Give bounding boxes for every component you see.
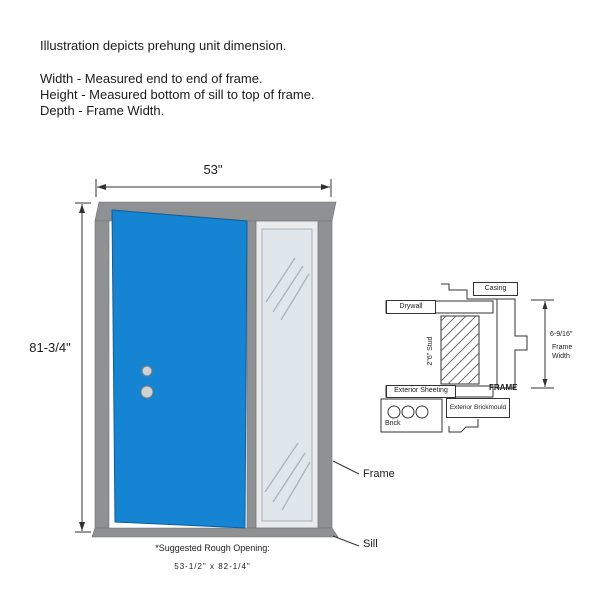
rough-opening-value: 53-1/2" x 82-1/4": [174, 562, 251, 571]
illustration-note: Illustration depicts prehung unit dimens…: [40, 38, 287, 53]
frame-width-caption: Frame Width: [552, 344, 573, 361]
sidelite-glass: [261, 228, 313, 522]
brick-section: [380, 398, 443, 433]
height-dimension-label: 81-3/4": [29, 340, 71, 355]
door-panel: [111, 209, 248, 529]
frame-left-jamb: [94, 220, 110, 529]
leader-lines: [332, 460, 360, 547]
brickmould-profile: [448, 419, 479, 433]
glass-reflection-lines: [264, 257, 311, 511]
door-panel-group: [111, 209, 248, 529]
sill-callout-label: Sill: [363, 538, 378, 550]
width-dimension-label: 53": [203, 162, 223, 177]
exterior-brickmould-label: Exterior Brickmould: [446, 398, 510, 418]
frame-leader-line: [332, 460, 360, 475]
frame-sill: [91, 527, 339, 538]
casing-label: Casing: [473, 282, 518, 296]
brick-hole: [401, 405, 415, 419]
door-knob: [140, 385, 154, 399]
width-dimension-line: [95, 179, 332, 197]
frame-width-value: 6-9/16": [550, 331, 573, 338]
casing-profile: [441, 283, 497, 300]
sill-leader-line: [332, 535, 360, 547]
drywall-label: Drywall: [386, 300, 436, 314]
frame-section-label: FRAME: [489, 383, 518, 392]
sidelite: [255, 220, 319, 529]
height-note: Height - Measured bottom of sill to top …: [40, 87, 315, 102]
brick-hole: [415, 405, 429, 419]
frame-callout-label: Frame: [363, 468, 395, 480]
stud-section: [440, 315, 480, 385]
frame-width-dimension-line: [531, 299, 554, 389]
height-dimension-line: [75, 202, 91, 533]
exterior-sheeting-label: Exterior Sheeting: [386, 385, 456, 398]
rough-opening-title: *Suggested Rough Opening:: [155, 543, 270, 553]
frame-right-jamb: [317, 220, 333, 529]
brick-hole: [387, 405, 401, 419]
stud-hatch-lines: [440, 315, 480, 385]
width-note: Width - Measured end to end of frame.: [40, 71, 263, 86]
brick-label: Brick: [385, 420, 401, 427]
frame-profile: [496, 298, 528, 389]
depth-note: Depth - Frame Width.: [40, 103, 165, 118]
stud-label: 2"6" Stud: [427, 336, 434, 366]
frame-mullion: [246, 220, 257, 529]
door-deadbolt: [141, 365, 153, 377]
